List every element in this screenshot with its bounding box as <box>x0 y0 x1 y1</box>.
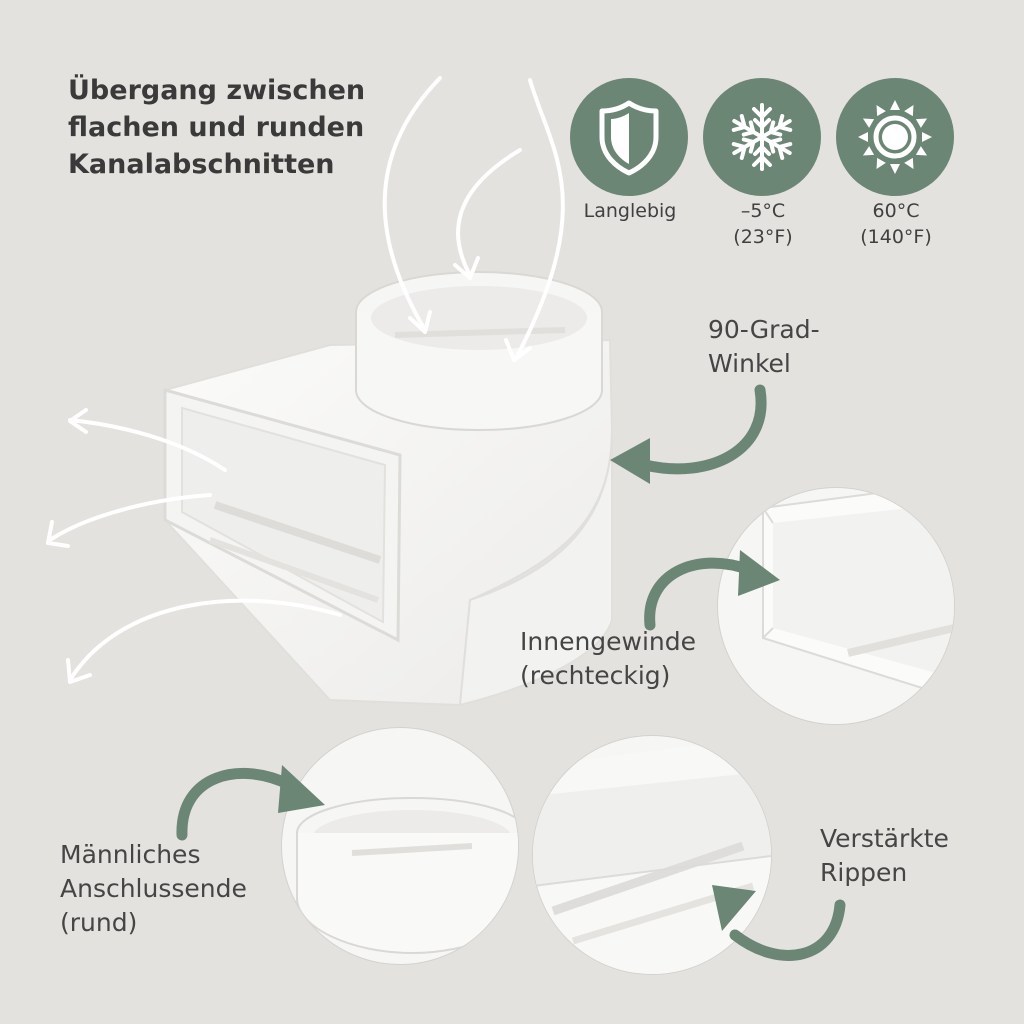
angle-callout-arrow-icon <box>610 384 767 484</box>
female-end-callout-line-2: (rechteckig) <box>520 661 671 690</box>
durability-label-text: Langlebig <box>583 200 677 222</box>
airflow-arrow-in-3 <box>513 78 565 362</box>
headline-line-3: Kanalabschnitten <box>68 149 335 180</box>
airflow-arrowhead-out-2 <box>46 520 70 548</box>
durability-label: Langlebig <box>555 198 705 224</box>
male-end-callout-line-1: Männliches <box>60 840 201 869</box>
heat-resistance-label: 60°C (140°F) <box>821 198 971 250</box>
male-end-zoom-image <box>296 797 518 955</box>
female-end-callout: Innengewinde (rechteckig) <box>520 625 740 693</box>
heat-temperature-text: 60°C <box>872 200 920 222</box>
ribs-arrow-icon <box>712 885 846 961</box>
ribs-callout-line-2: Rippen <box>820 858 908 887</box>
cold-temperature-fahrenheit-text: (23°F) <box>733 226 793 248</box>
angle-callout-line-2: Winkel <box>708 349 791 378</box>
ribs-zoom-image <box>533 736 771 974</box>
headline-line-2: flachen und runden <box>68 112 365 143</box>
male-end-arrow-icon <box>176 765 325 841</box>
airflow-arrowhead-out-1 <box>68 408 88 434</box>
female-end-zoom <box>718 488 954 724</box>
cold-temperature-text: –5°C <box>740 200 786 222</box>
female-end-zoom-image <box>762 488 954 700</box>
snowflake-icon <box>728 103 796 171</box>
airflow-arrow-out-3 <box>68 598 342 682</box>
ribs-callout-line-1: Verstärkte <box>820 824 949 853</box>
airflow-arrow-out-1 <box>68 418 227 472</box>
airflow-arrowhead-in-1 <box>408 310 432 334</box>
female-end-arrow-icon <box>644 550 780 631</box>
heat-temperature-fahrenheit-text: (140°F) <box>860 226 932 248</box>
cold-resistance-badge <box>703 78 821 196</box>
male-end-callout-line-3: (rund) <box>60 908 138 937</box>
airflow-arrow-out-2 <box>48 493 212 542</box>
male-end-zoom <box>282 728 518 964</box>
airflow-arrowhead-in-3 <box>504 338 532 362</box>
headline-line-1: Übergang zwischen <box>68 75 366 106</box>
airflow-arrowhead-out-3 <box>66 658 92 684</box>
ribs-zoom <box>533 736 771 974</box>
shield-icon <box>599 100 659 176</box>
headline: Übergang zwischen flachen und runden Kan… <box>68 72 428 183</box>
airflow-arrow-in-2 <box>456 148 522 277</box>
heat-resistance-badge <box>836 78 954 196</box>
male-end-callout-line-2: Anschlussende <box>60 874 247 903</box>
airflow-arrowhead-in-2 <box>453 256 480 280</box>
angle-callout-line-1: 90-Grad- <box>708 315 820 344</box>
durability-badge <box>570 78 688 196</box>
female-end-callout-line-1: Innengewinde <box>520 627 697 656</box>
ribs-callout: Verstärkte Rippen <box>820 822 1000 890</box>
cold-resistance-label: –5°C (23°F) <box>688 198 838 250</box>
airflow-arrow-in-1 <box>382 76 442 332</box>
male-end-callout: Männliches Anschlussende (rund) <box>60 838 300 940</box>
angle-callout: 90-Grad- Winkel <box>708 313 868 381</box>
sun-icon <box>858 100 932 174</box>
